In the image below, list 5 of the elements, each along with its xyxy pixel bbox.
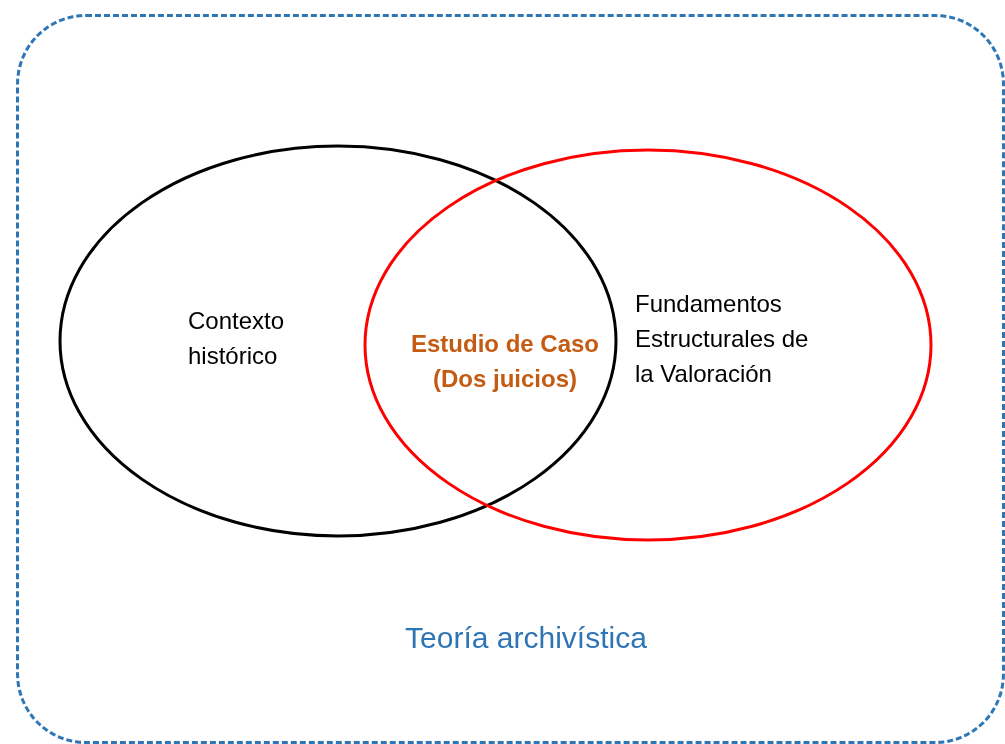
circle-label: Fundamentos Estructurales de la Valoración — [635, 289, 810, 389]
circle-label: Contexto histórico — [188, 306, 286, 371]
frame-title: Teoría archivística — [404, 620, 648, 655]
dashed-frame — [16, 14, 1005, 744]
overlap-label: Estudio de Caso (Dos juicios) — [410, 329, 600, 394]
